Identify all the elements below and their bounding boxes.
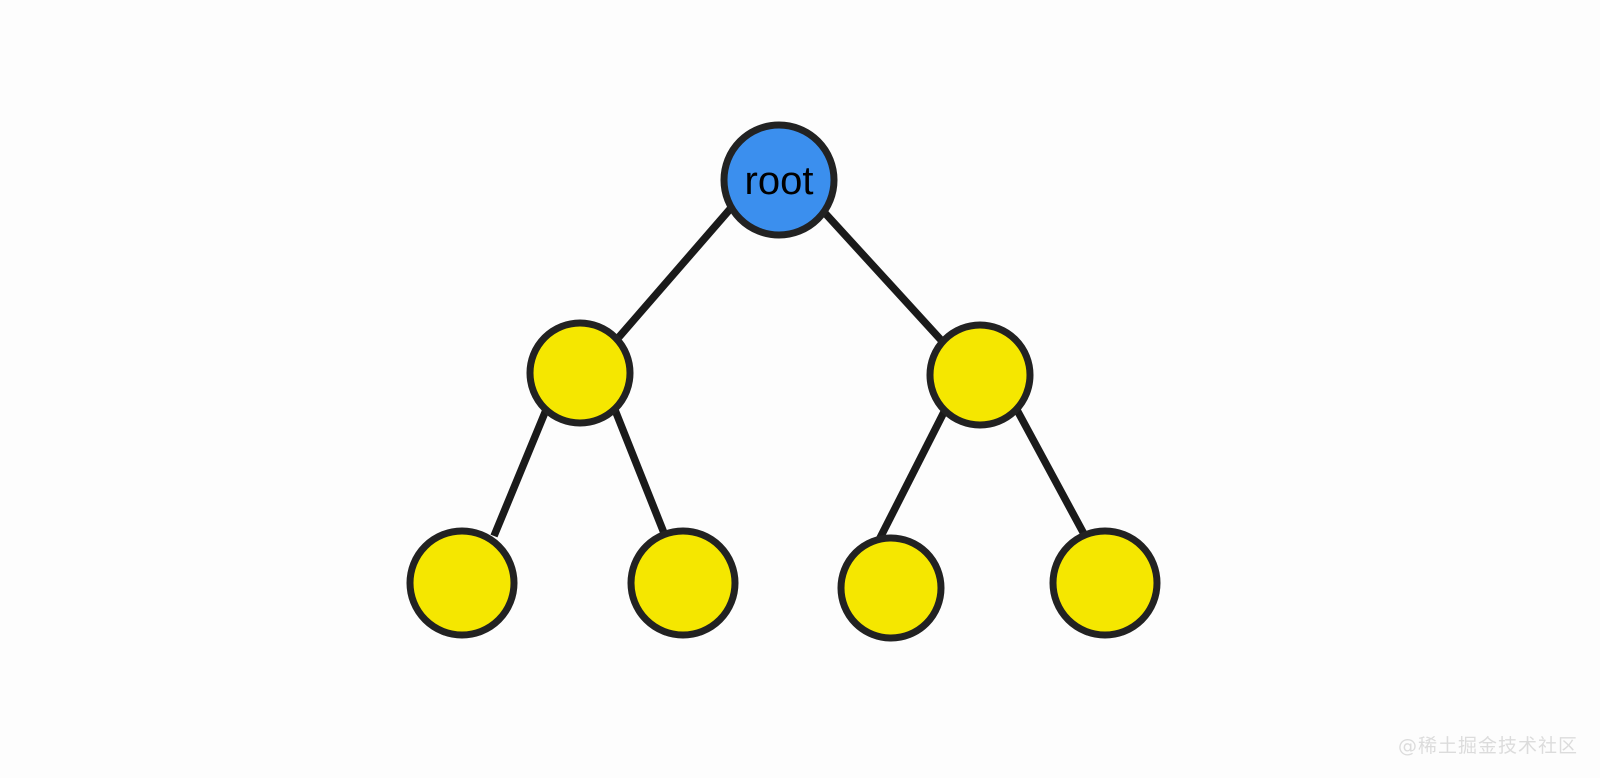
tree-node-n-l[interactable] (526, 319, 634, 427)
node-circle-n-rl[interactable] (837, 534, 945, 642)
node-circle-n-r[interactable] (926, 321, 1034, 429)
node-circle-n-l[interactable] (526, 319, 634, 427)
tree-node-n-rr[interactable] (1049, 527, 1161, 639)
edge-r-rl (875, 410, 948, 542)
edge-l-lr (611, 408, 668, 535)
edge-root-left (616, 205, 734, 340)
tree-node-root[interactable]: root (720, 121, 838, 239)
tree-edges-group (490, 205, 1088, 542)
tree-node-n-rl[interactable] (837, 534, 945, 642)
edge-l-ll (490, 408, 550, 538)
node-circle-n-lr[interactable] (627, 527, 739, 639)
tree-node-n-lr[interactable] (627, 527, 739, 639)
tree-nodes-group: root (406, 121, 1161, 642)
edge-r-rr (1013, 408, 1088, 536)
node-label-root: root (745, 159, 814, 203)
edge-root-right (821, 209, 944, 343)
node-circle-root[interactable] (720, 121, 838, 239)
node-circle-n-rr[interactable] (1049, 527, 1161, 639)
tree-node-n-ll[interactable] (406, 527, 518, 639)
watermark-label: @稀土掘金技术社区 (1398, 735, 1578, 757)
tree-node-n-r[interactable] (926, 321, 1034, 429)
node-circle-n-ll[interactable] (406, 527, 518, 639)
